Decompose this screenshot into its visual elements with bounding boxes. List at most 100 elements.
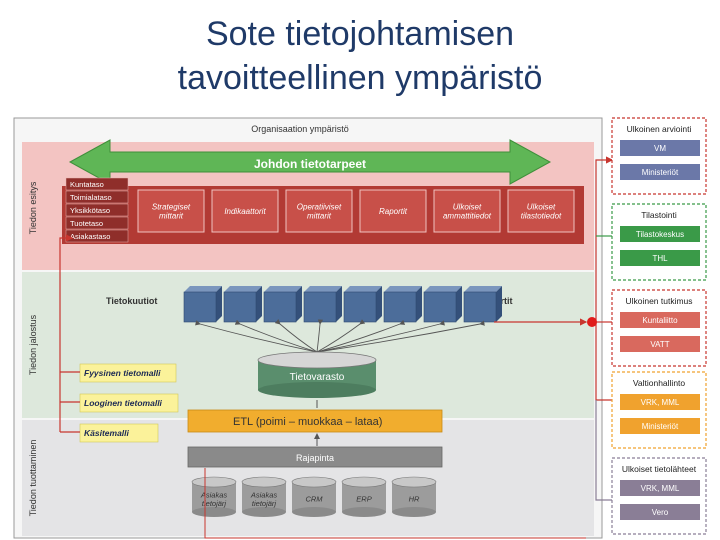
data-model-label: Fyysinen tietomalli (84, 368, 161, 378)
source-system: HR (391, 476, 437, 517)
side-label-production: Tiedon tuottaminen (28, 440, 38, 517)
external-item-label: VRK, MML (641, 484, 680, 493)
data-warehouse-label: Tietovarasto (290, 372, 345, 383)
output-label: Ulkoiset (527, 202, 556, 211)
source-label: HR (409, 495, 420, 504)
etl-bar (187, 409, 443, 433)
slide-title: Sote tietojohtamisen tavoitteellinen ymp… (0, 12, 720, 100)
external-item-label: THL (652, 254, 668, 263)
cubes-label: Tietokuutiot (106, 296, 157, 306)
flow-line (234, 319, 318, 353)
level-label: Toimialataso (70, 193, 112, 202)
output-label: mittarit (307, 211, 332, 220)
level-item: Tuotetaso (65, 216, 129, 230)
level-list: KuntatasoToimialatasoYksikkötasoTuotetas… (65, 177, 129, 243)
external-group-title: Ulkoinen arviointi (627, 124, 692, 134)
output-label: mittarit (159, 211, 184, 220)
cube (303, 286, 342, 323)
level-item: Toimialataso (65, 190, 129, 204)
flow-line (194, 320, 318, 353)
cube (223, 286, 262, 323)
interface-label: Rajapinta (296, 453, 334, 463)
management-needs-label: Johdon tietotarpeet (254, 157, 366, 171)
level-item: Asiakastaso (65, 229, 129, 243)
data-model: Käsitemalli (79, 423, 159, 443)
external-item-label: Kuntaliitto (642, 316, 678, 325)
cube (463, 286, 502, 323)
source-label: Asiakas (200, 490, 228, 499)
cube-row (183, 286, 502, 323)
cube (343, 286, 382, 323)
model-flow-lines (59, 234, 80, 433)
external-item-label: Ministeriöt (642, 168, 679, 177)
external-item-label: VRK, MML (641, 398, 680, 407)
source-label: tietojärj (252, 499, 277, 508)
data-model: Looginen tietomalli (79, 393, 179, 413)
output-label: Strategiset (152, 202, 191, 211)
source-system: CRM (291, 476, 337, 517)
cube (183, 286, 222, 323)
output-box: Raportit (359, 189, 427, 233)
external-item-label: Vero (652, 508, 669, 517)
output-label: Ulkoiset (453, 202, 482, 211)
slide-title-line-1: Sote tietojohtamisen (205, 15, 515, 53)
external-group-title: Tilastointi (641, 210, 677, 220)
source-label: tietojärj (202, 499, 227, 508)
side-label-refinement: Tiedon jalostus (28, 314, 38, 375)
output-label: ammattitiedot (443, 211, 492, 220)
connector-node (587, 317, 597, 327)
output-label: Operatiiviset (297, 202, 342, 211)
slide-title-line-2: tavoitteellinen ympäristö (177, 59, 543, 97)
data-model-label: Käsitemalli (84, 428, 130, 438)
flow-line (316, 319, 406, 353)
output-label: Indikaattorit (224, 207, 266, 216)
source-link-line (204, 468, 586, 539)
level-item: Kuntataso (65, 177, 129, 191)
output-label: tilastotiedot (521, 211, 562, 220)
external-item-label: VATT (650, 340, 669, 349)
level-label: Yksikkötaso (70, 206, 110, 215)
source-system: ERP (341, 476, 387, 517)
external-column: Ulkoinen arviointiVMMinisteriötTilastoin… (611, 117, 707, 535)
source-label: CRM (305, 495, 323, 504)
external-group-title: Ulkoiset tietolähteet (622, 464, 697, 474)
data-model: Fyysinen tietomalli (79, 363, 177, 383)
management-needs-arrow (68, 139, 552, 185)
source-label: Asiakas (250, 490, 278, 499)
external-item-label: Ministeriöt (642, 422, 679, 431)
cube (263, 286, 302, 323)
external-group-title: Ulkoinen tutkimus (625, 296, 692, 306)
data-model-label: Looginen tietomalli (84, 398, 163, 408)
org-label: Organisaation ympäristö (251, 124, 349, 134)
level-label: Tuotetaso (70, 219, 103, 228)
level-item: Yksikkötaso (65, 203, 129, 217)
side-label-presentation: Tiedon esitys (28, 181, 38, 234)
data-flow-lines (194, 319, 485, 446)
level-label: Asiakastaso (70, 232, 110, 241)
data-warehouse: Tietovarasto (257, 351, 377, 398)
external-group-title: Valtionhallinto (633, 378, 686, 388)
output-label: Raportit (379, 207, 408, 216)
flow-line (316, 319, 366, 353)
etl-label: ETL (poimi – muokkaa – lataa) (233, 416, 382, 428)
cube (423, 286, 462, 323)
external-item-label: VM (654, 144, 666, 153)
flow-line (316, 319, 324, 353)
interface-bar (187, 446, 443, 468)
external-connectors (494, 156, 614, 501)
level-label: Kuntataso (70, 180, 104, 189)
cube (383, 286, 422, 323)
flow-line (274, 319, 318, 353)
